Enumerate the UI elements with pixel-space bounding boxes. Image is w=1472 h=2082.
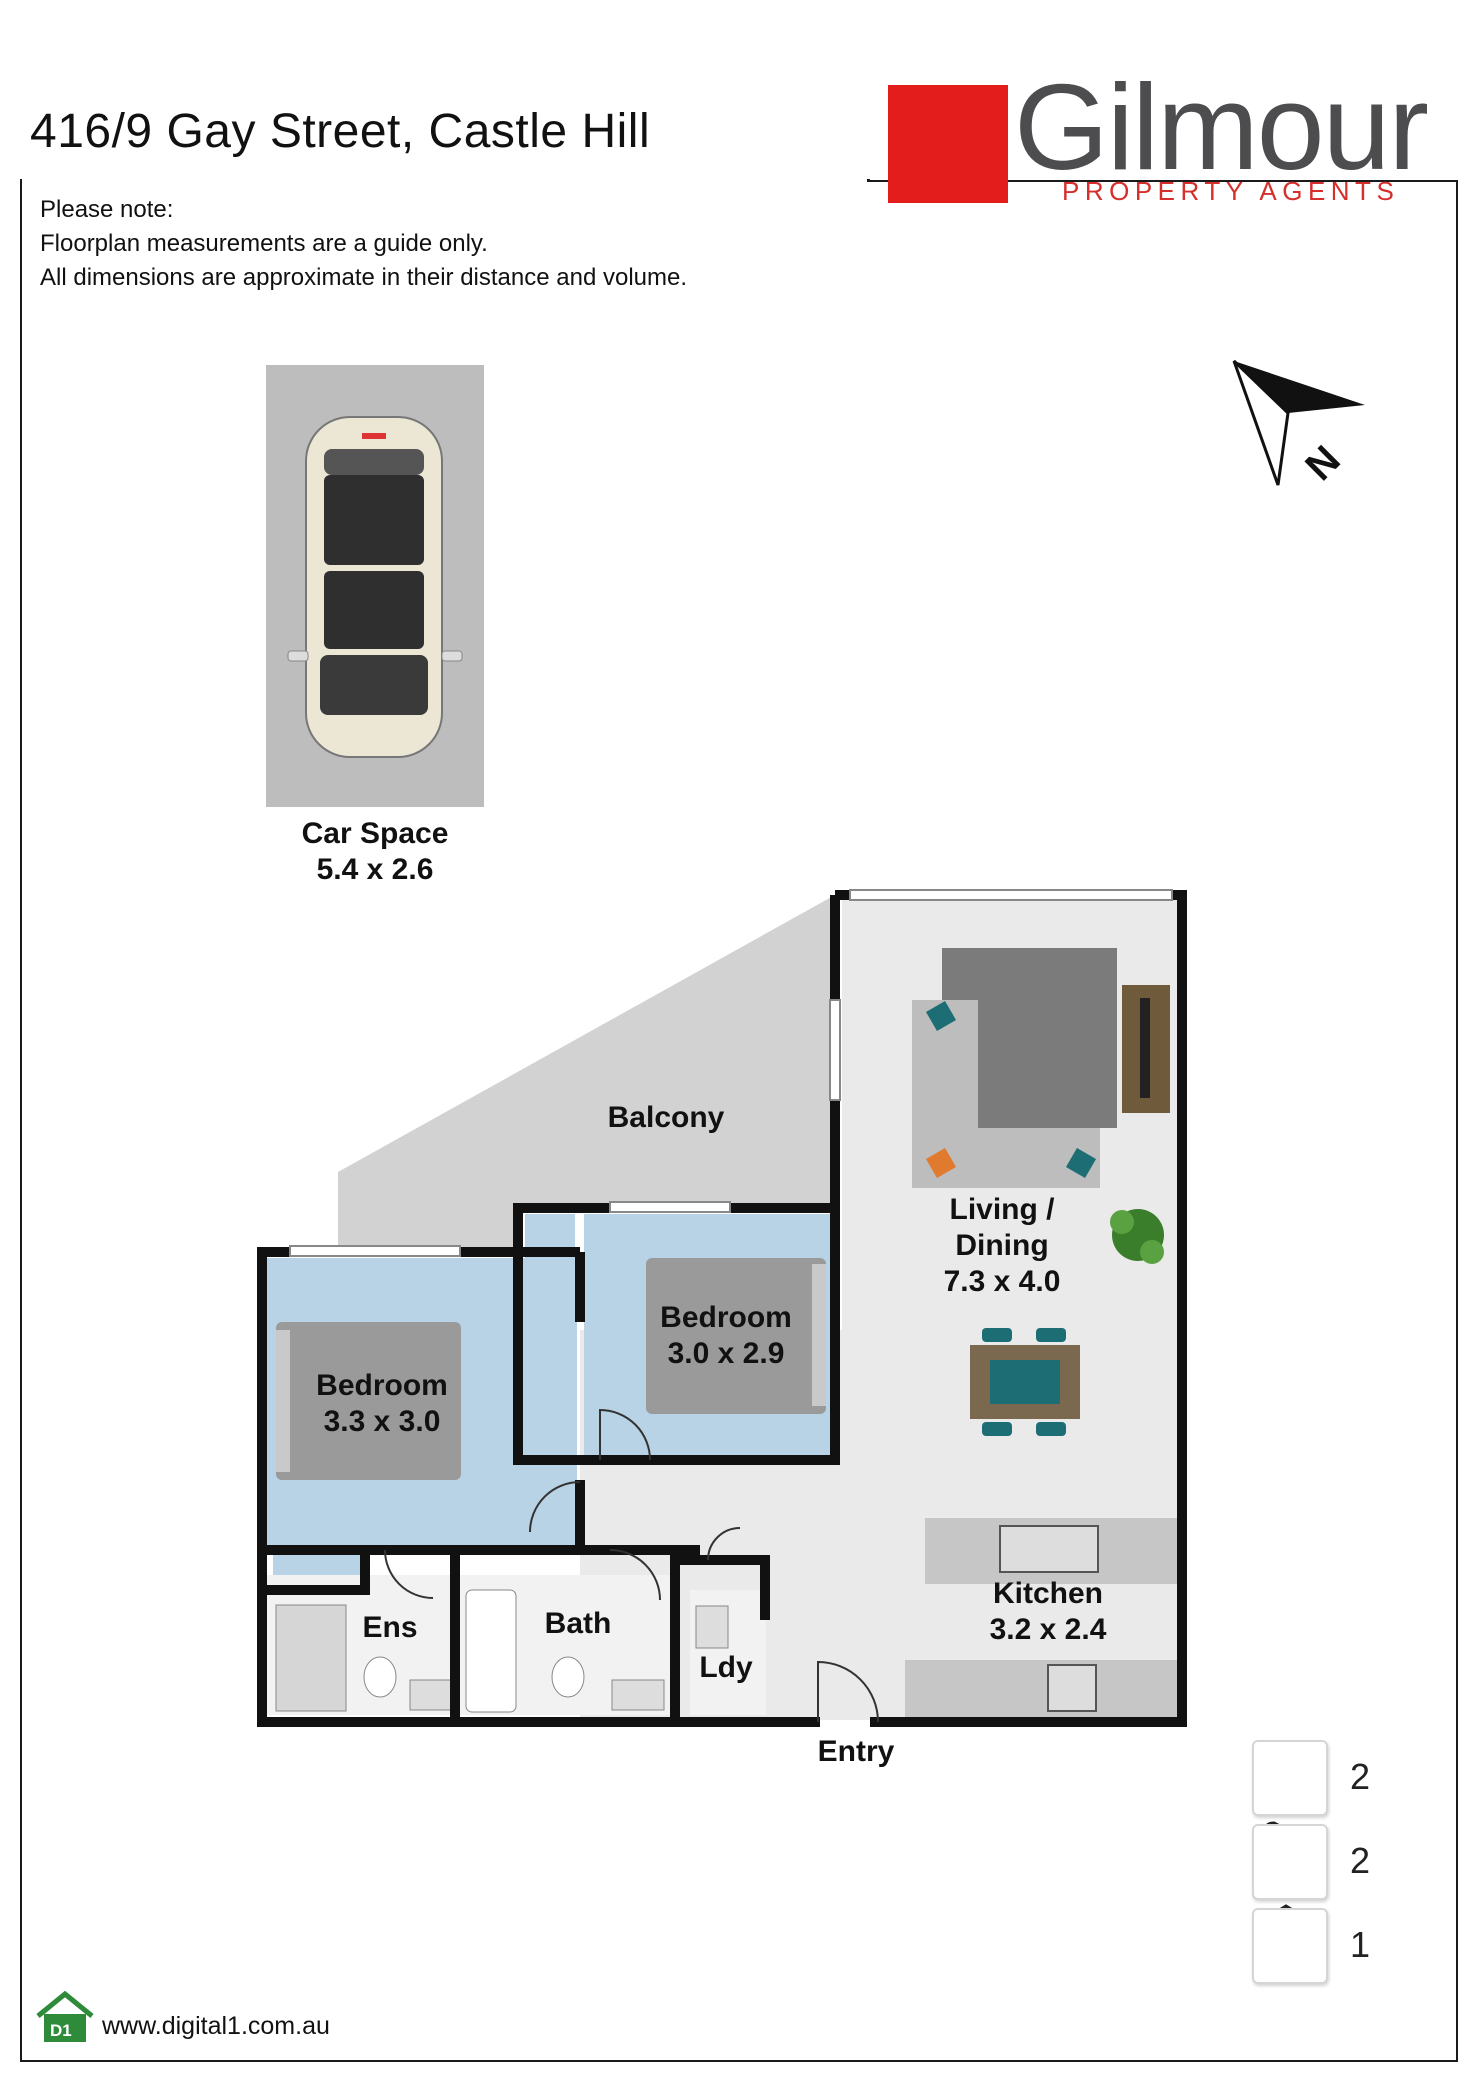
car-spaces-stat-box [1252, 1908, 1328, 1984]
bedroom-1-label: Bedroom [316, 1369, 448, 1402]
bathtub [465, 1589, 517, 1713]
digital1-logo-text: D1 [50, 2021, 72, 2040]
plant-icon [1110, 1209, 1164, 1264]
kitchen-dims: 3.2 x 2.4 [989, 1613, 1107, 1646]
bathrooms-stat-box [1252, 1824, 1328, 1900]
bathrooms-count: 2 [1350, 1840, 1371, 1881]
note-line-1: Floorplan measurements are a guide only. [40, 230, 488, 257]
corner-sofa [912, 1000, 1100, 1188]
kitchen-label: Kitchen [992, 1577, 1103, 1610]
car-space-dims: 5.4 x 2.6 [316, 853, 434, 886]
balcony-label: Balcony [607, 1101, 725, 1134]
bedrooms-count: 2 [1350, 1756, 1371, 1797]
gilmour-logo-tagline: PROPERTY AGENTS [1062, 176, 1400, 206]
kitchen-sink [999, 1525, 1099, 1573]
note-heading: Please note: [40, 196, 174, 223]
digital1-logo-icon: D1 [36, 1990, 94, 2042]
car-space-name: Car Space [301, 817, 449, 850]
windows [289, 889, 1173, 1257]
car-spaces-count: 1 [1350, 1924, 1371, 1965]
laundry-label: Ldy [699, 1651, 753, 1684]
bedrooms-stat-box [1252, 1740, 1328, 1816]
bedroom-2-label: Bedroom [660, 1301, 792, 1334]
balcony-area [338, 895, 835, 1250]
entry-label: Entry [817, 1735, 895, 1768]
north-compass-icon: N [1232, 359, 1365, 489]
gilmour-logo-mark [888, 85, 1008, 203]
cooktop [1047, 1664, 1097, 1712]
note-line-2: All dimensions are approximate in their … [40, 264, 688, 291]
car-icon [287, 416, 463, 758]
doors [384, 1408, 879, 1723]
shower [275, 1604, 347, 1712]
car-space-diagram [266, 365, 484, 807]
footer-url: www.digital1.com.au [102, 2012, 330, 2040]
dining-table [970, 1328, 1080, 1436]
bath-toilet [551, 1656, 585, 1698]
bedroom-1-dims: 3.3 x 3.0 [323, 1405, 441, 1438]
kitchen-bench [905, 1660, 1180, 1718]
bedroom-2-dims: 3.0 x 2.9 [667, 1337, 785, 1370]
bed-2 [646, 1258, 826, 1414]
living-dims: 7.3 x 4.0 [943, 1265, 1061, 1298]
gilmour-logo-wordmark: Gilmour [1014, 59, 1429, 195]
bath-label: Bath [544, 1607, 612, 1640]
living-label-line2: Dining [955, 1229, 1049, 1262]
property-address: 416/9 Gay Street, Castle Hill [30, 105, 651, 158]
living-label-line1: Living / [949, 1193, 1055, 1226]
ensuite-toilet [363, 1656, 397, 1698]
ensuite-label: Ens [362, 1611, 418, 1644]
laundry-tub [695, 1605, 729, 1649]
bed-1 [276, 1322, 461, 1480]
